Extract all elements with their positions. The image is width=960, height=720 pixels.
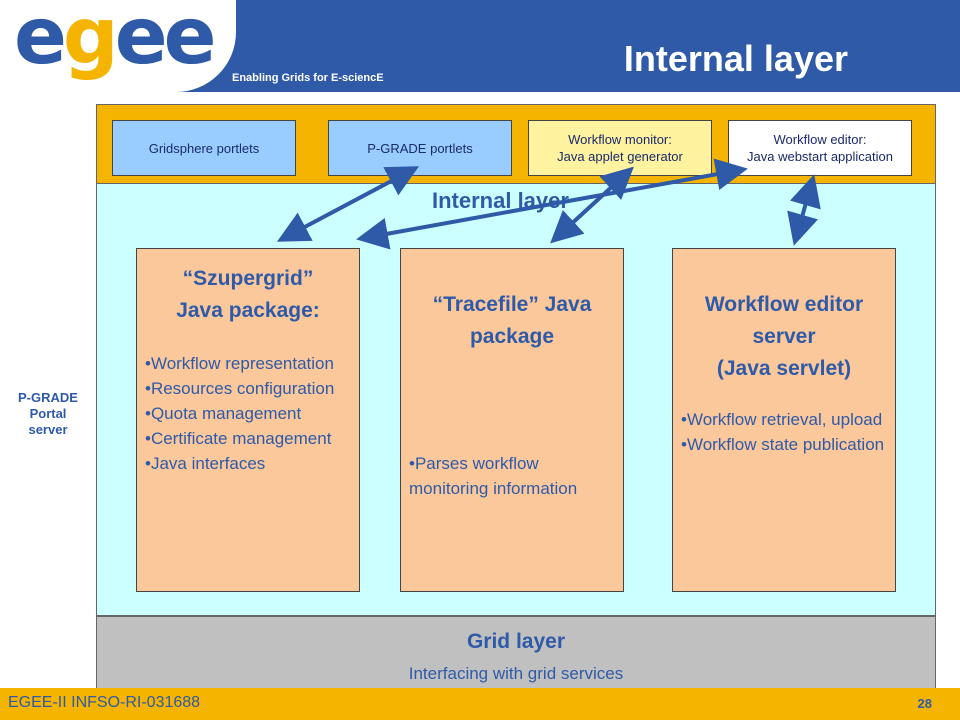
package-title: Workflow editor <box>704 293 864 316</box>
portlet-label: Workflow monitor: <box>568 132 672 147</box>
list-item: Parses workflow monitoring information <box>409 451 615 501</box>
footer-bar <box>0 688 960 720</box>
portal-server-label-line: Portal <box>29 406 67 421</box>
arrow-editor-to-editor-server <box>787 174 821 246</box>
list-item: Quota management <box>145 401 351 426</box>
arrow-monitor-to-tracefile <box>550 166 634 244</box>
package-title: server <box>752 325 816 348</box>
logo-letters-ee: ee <box>114 0 217 82</box>
tracefile-package-box: “Tracefile” Java package Parses workflow… <box>400 248 624 592</box>
portlet-label: Gridsphere portlets <box>148 140 260 156</box>
portlet-label: P-GRADE portlets <box>367 140 473 156</box>
arrow-pgrade-to-szupergrid <box>276 166 420 242</box>
list-item: Workflow representation <box>145 351 351 376</box>
list-item: Resources configuration <box>145 376 351 401</box>
portlet-label: Workflow editor: <box>773 132 867 147</box>
list-item: Certificate management <box>145 426 351 451</box>
package-title: package <box>469 325 555 348</box>
package-title: (Java servlet) <box>716 357 852 380</box>
workflow-editor-box: Workflow editor: Java webstart applicati… <box>728 120 912 176</box>
list-item: Workflow retrieval, upload <box>681 407 887 432</box>
footer-text: EGEE-II INFSO-RI-031688 <box>8 694 201 711</box>
szupergrid-package-box: “Szupergrid” Java package: Workflow repr… <box>136 248 360 592</box>
portal-server-label-line: server <box>28 422 68 437</box>
egee-logo: egee <box>14 0 217 82</box>
portal-server-label: P-GRADE Portal server <box>0 390 96 438</box>
package-item-list: Workflow retrieval, upload Workflow stat… <box>673 407 895 457</box>
package-item-list: Parses workflow monitoring information <box>401 451 623 501</box>
logo-area: egee <box>0 0 236 92</box>
package-title: Java package: <box>176 299 320 322</box>
list-item: Java interfaces <box>145 451 351 476</box>
package-title: “Tracefile” Java <box>432 293 592 316</box>
list-item: Workflow state publication <box>681 432 887 457</box>
portal-server-label-line: P-GRADE <box>18 390 78 405</box>
gridsphere-portlets-box: Gridsphere portlets <box>112 120 296 176</box>
arrow-editor-to-szupergrid <box>356 158 748 250</box>
slide-title: Internal layer <box>623 38 848 79</box>
logo-letter-g: g <box>62 0 119 82</box>
grid-layer-title: Grid layer <box>466 630 566 653</box>
portlet-label: Java webstart application <box>747 149 893 164</box>
grid-layer-subtitle: Interfacing with grid services <box>408 664 624 683</box>
tagline: Enabling Grids for E-sciencE <box>232 72 384 84</box>
logo-letter-e: e <box>14 0 67 82</box>
page-number: 28 <box>917 696 932 711</box>
workflow-editor-server-box: Workflow editor server (Java servlet) Wo… <box>672 248 896 592</box>
package-title: “Szupergrid” <box>182 267 314 290</box>
package-item-list: Workflow representation Resources config… <box>137 351 359 476</box>
